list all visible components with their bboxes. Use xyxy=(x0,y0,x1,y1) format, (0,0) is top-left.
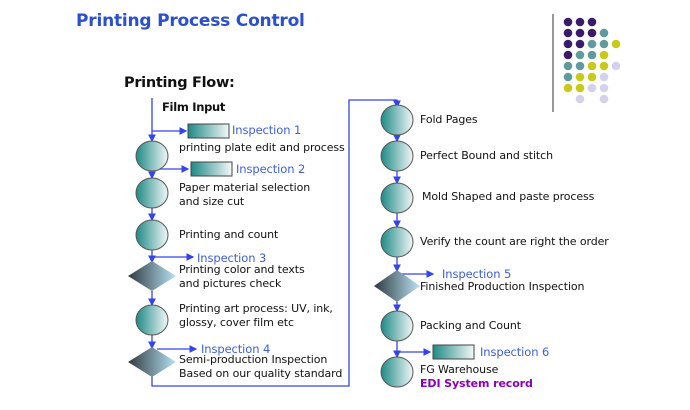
process-circle xyxy=(135,177,169,209)
decision-diamond xyxy=(374,270,420,302)
decorative-dot xyxy=(611,61,621,71)
decorative-dot xyxy=(575,61,585,71)
step-text-mold-shaped: Mold Shaped and paste process xyxy=(422,190,595,203)
decorative-dot xyxy=(599,28,609,38)
process-circle xyxy=(380,140,414,172)
step-text-art-process: Printing art process: UV, ink,glossy, co… xyxy=(179,302,333,329)
connectors xyxy=(148,98,435,387)
decorative-dot xyxy=(575,28,585,38)
inspection-1-box xyxy=(187,123,230,139)
film-input-label: Film Input xyxy=(162,100,226,114)
decision-diamond xyxy=(128,347,176,377)
decorative-dot xyxy=(587,83,597,93)
inspection-4-label: Inspection 4 xyxy=(201,342,271,356)
decision-diamond xyxy=(128,261,176,291)
decorative-dot xyxy=(563,17,573,27)
decorative-dot xyxy=(563,50,573,60)
decorative-dot xyxy=(563,83,573,93)
step-text-plate-edit: printing plate edit and process xyxy=(179,141,345,154)
process-circle xyxy=(135,304,169,336)
decorative-dot xyxy=(587,72,597,82)
page-title: Printing Process Control xyxy=(76,11,305,31)
decorative-dot xyxy=(563,72,573,82)
process-circle xyxy=(380,182,414,214)
decorative-dot xyxy=(563,28,573,38)
decorative-dot-grid xyxy=(552,14,621,112)
decorative-dot xyxy=(575,17,585,27)
process-circle xyxy=(135,140,169,172)
decorative-dot xyxy=(587,61,597,71)
decorative-dot xyxy=(575,83,585,93)
edi-system-record-label: EDI System record xyxy=(420,377,533,390)
decorative-dot xyxy=(599,94,609,104)
inspection-2-box xyxy=(190,161,233,177)
decorative-dot xyxy=(563,39,573,49)
decorative-dot xyxy=(575,50,585,60)
decorative-dot xyxy=(587,17,597,27)
step-text-paper-selection: Paper material selection and size cut xyxy=(179,181,311,208)
step-text-perfect-bound: Perfect Bound and stitch xyxy=(420,149,553,162)
decorative-dot xyxy=(611,39,621,49)
connector-loop-to-fold xyxy=(151,99,401,387)
step-text-finished-inspection: Finished Production Inspection xyxy=(420,280,585,293)
decorative-dot xyxy=(599,50,609,60)
decorative-dot xyxy=(599,39,609,49)
decorative-dot xyxy=(587,50,597,60)
decorative-dot xyxy=(599,61,609,71)
inspection-3-label: Inspection 3 xyxy=(197,251,267,265)
step-text-verify-count: Verify the count are right the order xyxy=(420,235,609,248)
step-text-packing-count: Packing and Count xyxy=(420,319,521,332)
inspection-6-label: Inspection 6 xyxy=(480,345,550,359)
shapes xyxy=(128,104,475,388)
step-text-fold-pages: Fold Pages xyxy=(420,113,478,126)
process-circle xyxy=(380,310,414,342)
decorative-dot xyxy=(587,39,597,49)
decorative-dot xyxy=(599,83,609,93)
decorative-dot xyxy=(587,28,597,38)
decorative-dot xyxy=(563,61,573,71)
decorative-dot xyxy=(575,94,585,104)
process-circle xyxy=(135,219,169,251)
decorative-dot xyxy=(575,39,585,49)
inspection-1-label: Inspection 1 xyxy=(232,123,302,137)
process-circle xyxy=(380,226,414,258)
decorative-dot xyxy=(575,72,585,82)
decorative-dot xyxy=(599,72,609,82)
process-circle xyxy=(380,104,414,136)
inspection-2-label: Inspection 2 xyxy=(236,162,306,176)
inspection-5-label: Inspection 5 xyxy=(442,267,512,281)
step-text-printing-count: Printing and count xyxy=(179,228,279,241)
flow-subtitle: Printing Flow: xyxy=(124,75,235,91)
inspection-6-box xyxy=(432,344,475,360)
process-circle xyxy=(380,356,414,388)
